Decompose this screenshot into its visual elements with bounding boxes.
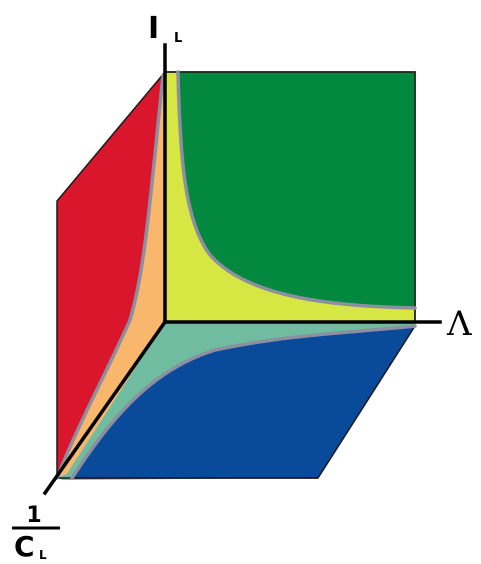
bottom-face <box>57 322 417 480</box>
horizontal-axis-label-main: Λ <box>446 304 472 344</box>
vertical-axis-label: I L <box>148 11 182 46</box>
diagonal-axis <box>42 319 168 496</box>
diagonal-axis-label-numerator: 1 <box>26 503 41 528</box>
boundary-curve-back <box>176 70 417 310</box>
horizontal-axis-label: Λ <box>446 304 472 344</box>
axes <box>42 43 442 496</box>
diagonal-axis-label-denominator-main: C <box>14 530 35 559</box>
diagonal-axis-label: 1 C L <box>12 503 60 563</box>
diagonal-axis-label-denominator-sub: L <box>39 548 47 559</box>
vertical-axis-label-main: I <box>148 11 159 46</box>
boundary-curves <box>55 70 417 480</box>
boundary-curve-bottom <box>70 324 417 480</box>
back-face-region-dark <box>178 72 415 308</box>
back-face <box>164 71 416 324</box>
boundary-curve-left <box>55 74 165 480</box>
vertical-axis-label-sub: L <box>174 31 182 46</box>
